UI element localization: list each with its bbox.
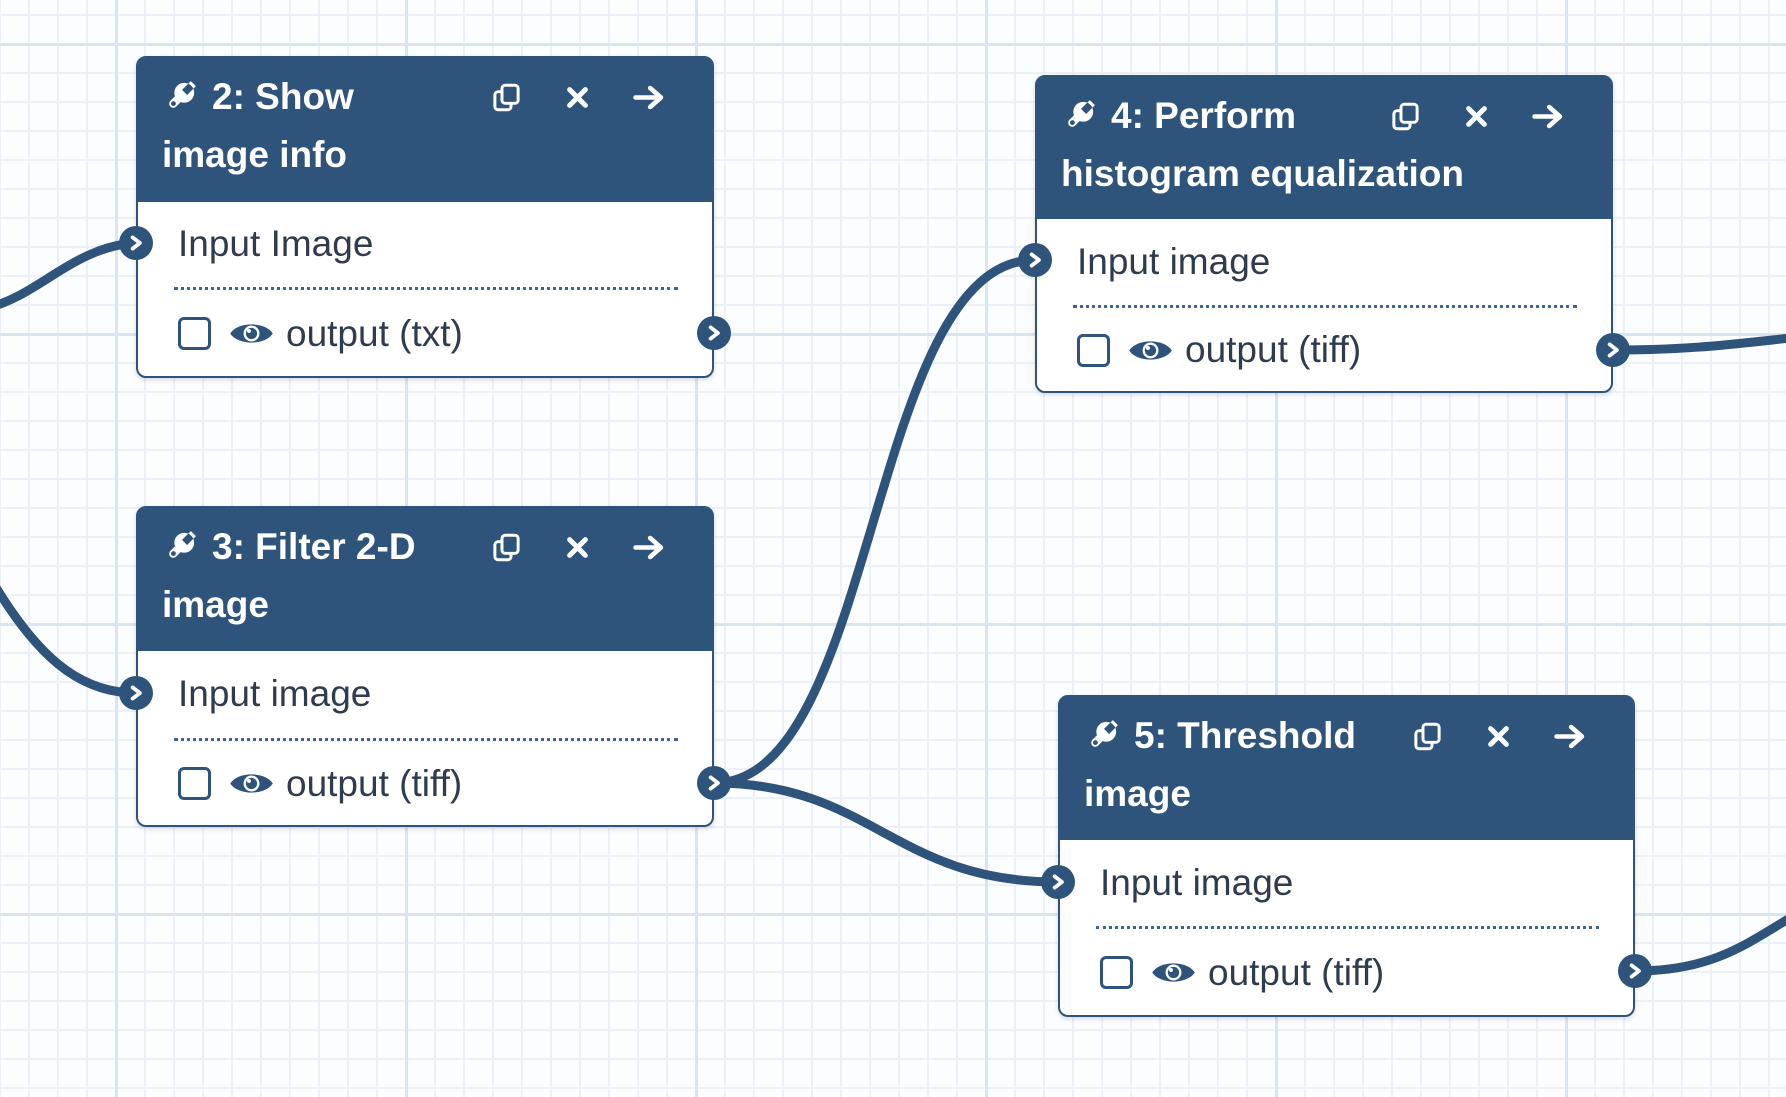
output-checkbox[interactable] (1077, 333, 1110, 367)
remove-icon[interactable] (564, 534, 591, 561)
workflow-node-2[interactable]: 2: Show (119, 56, 731, 378)
node-output-row: output (tiff) (1037, 308, 1611, 394)
edge-node-3-to-node-4 (709, 255, 1040, 788)
output-checkbox[interactable] (1100, 956, 1133, 990)
node-header[interactable]: 3: Filter 2-D (138, 508, 712, 651)
node-title-line2: image (162, 584, 269, 625)
chevron-right-icon (1629, 962, 1641, 979)
tool-wrench-icon (162, 79, 198, 115)
edge-node-4-output-offscreen (1608, 333, 1786, 355)
node-title-line1: 5: Threshold (1134, 715, 1357, 756)
workflow-node-4[interactable]: 4: Perform (1018, 75, 1630, 393)
node-input-row: Input image (138, 651, 712, 738)
chevron-right-icon (708, 774, 720, 791)
node-output-row: output (tiff) (1060, 929, 1633, 1018)
node-title-line2: image info (162, 134, 348, 175)
tool-wrench-icon (1084, 718, 1120, 754)
row-divider (1096, 925, 1599, 929)
remove-icon[interactable] (564, 84, 591, 111)
arrow-right-icon[interactable] (633, 82, 666, 113)
node-body: Input image output (tiff) (1037, 219, 1611, 393)
edge-node-5-output-offscreen (1630, 915, 1786, 976)
chevron-right-icon (1052, 873, 1064, 890)
chevron-right-icon (130, 234, 142, 251)
edge-into-node-3-input (0, 585, 141, 698)
node-title-line2: image (1084, 773, 1191, 814)
edge-into-node-2-input (0, 238, 141, 309)
workflow-node-3[interactable]: 3: Filter 2-D (119, 506, 731, 827)
arrow-right-icon[interactable] (1554, 721, 1587, 752)
output-label: output (txt) (286, 312, 463, 354)
node-output-row: output (txt) (138, 290, 712, 379)
input-label: Input Image (178, 223, 374, 265)
node-input-row: Input image (1037, 219, 1611, 305)
chevron-right-icon (1029, 251, 1041, 268)
node-body: Input image output (tiff) (1060, 840, 1633, 1017)
tool-wrench-icon (1061, 98, 1097, 134)
output-checkbox[interactable] (178, 317, 211, 351)
output-terminal[interactable] (697, 765, 731, 800)
row-divider (174, 286, 678, 290)
node-header[interactable]: 5: Threshold (1060, 697, 1633, 840)
row-divider (1073, 304, 1577, 308)
node-title-line2: histogram equalization (1061, 153, 1464, 194)
duplicate-icon[interactable] (491, 82, 522, 113)
arrow-right-icon[interactable] (1532, 101, 1565, 132)
eye-icon[interactable] (1150, 957, 1197, 988)
input-terminal[interactable] (119, 675, 153, 710)
remove-icon[interactable] (1463, 103, 1490, 130)
chevron-right-icon (130, 684, 142, 701)
remove-icon[interactable] (1485, 723, 1512, 750)
eye-icon[interactable] (228, 768, 275, 799)
chevron-right-icon (1607, 341, 1619, 358)
output-terminal[interactable] (1618, 953, 1652, 988)
chevron-right-icon (708, 324, 720, 341)
output-label: output (tiff) (1208, 951, 1385, 993)
output-label: output (tiff) (1185, 329, 1362, 371)
input-terminal[interactable] (119, 225, 153, 260)
tool-wrench-icon (162, 529, 198, 565)
input-label: Input image (1100, 861, 1294, 903)
node-title-line1: 4: Perform (1111, 95, 1297, 136)
row-divider (174, 737, 678, 741)
input-terminal[interactable] (1041, 864, 1075, 899)
output-checkbox[interactable] (178, 767, 211, 801)
node-output-row: output (tiff) (138, 741, 712, 828)
input-terminal[interactable] (1018, 242, 1052, 277)
node-body: Input image output (tiff) (138, 651, 712, 827)
workflow-node-5[interactable]: 5: Threshold (1041, 695, 1652, 1017)
duplicate-icon[interactable] (1412, 721, 1443, 752)
input-label: Input image (1077, 240, 1271, 282)
output-terminal[interactable] (697, 315, 731, 350)
node-input-row: Input Image (138, 202, 712, 287)
output-terminal[interactable] (1596, 332, 1630, 367)
output-label: output (tiff) (286, 762, 463, 804)
duplicate-icon[interactable] (491, 532, 522, 563)
eye-icon[interactable] (228, 318, 275, 349)
eye-icon[interactable] (1127, 335, 1174, 366)
node-input-row: Input image (1060, 840, 1633, 926)
node-body: Input Image output (txt) (138, 202, 712, 378)
node-header[interactable]: 4: Perform (1037, 77, 1611, 219)
arrow-right-icon[interactable] (633, 532, 666, 563)
node-title-line1: 2: Show (212, 76, 354, 117)
input-label: Input image (178, 673, 372, 715)
node-title-line1: 3: Filter 2-D (212, 526, 416, 567)
edge-node-3-to-node-5 (709, 778, 1063, 887)
node-header[interactable]: 2: Show (138, 58, 712, 202)
duplicate-icon[interactable] (1390, 101, 1421, 132)
